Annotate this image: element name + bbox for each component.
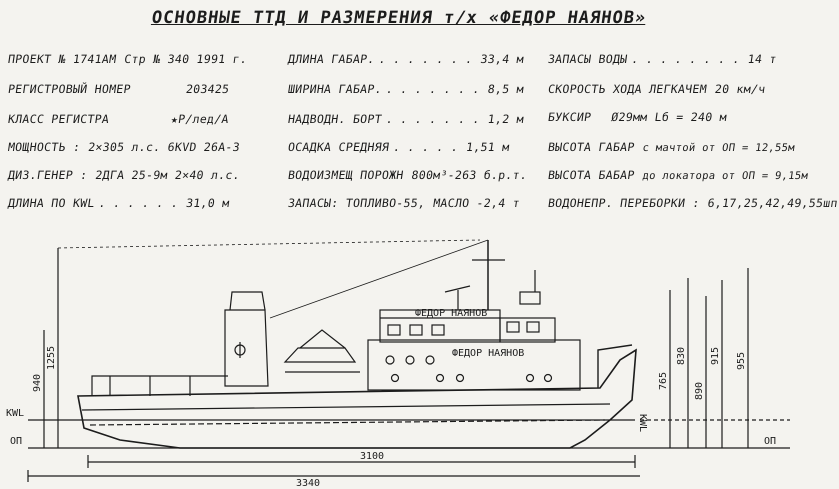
- dim-label-915: 915: [710, 347, 721, 365]
- op-label-right: ОП: [764, 436, 776, 447]
- porthole: [390, 373, 400, 383]
- porthole: [543, 373, 553, 383]
- lifeboat: [283, 347, 357, 363]
- funnel-top: [229, 291, 266, 311]
- ship-profile-drawing: ФЕДОР НАЯНОВ ФЕДОР НАЯНОВ KWL ОП KWL ОП …: [6, 239, 790, 489]
- stern-rail: [91, 375, 228, 396]
- mast-stay: [269, 239, 489, 319]
- porthole: [455, 373, 465, 383]
- wheelhouse: [499, 317, 556, 343]
- dim-label-830: 830: [676, 347, 687, 365]
- hull-deck-line: [81, 403, 611, 411]
- window: [409, 324, 423, 336]
- porthole: [425, 355, 435, 365]
- porthole: [435, 373, 445, 383]
- window: [506, 321, 520, 333]
- ship-name-bridge: ФЕДОР НАЯНОВ: [415, 308, 487, 319]
- dim-label-3340: 3340: [296, 478, 320, 489]
- radar-antenna: [444, 285, 471, 293]
- porthole: [525, 373, 535, 383]
- window: [387, 324, 401, 336]
- dim-label-955: 955: [736, 352, 747, 370]
- funnel: [224, 309, 269, 387]
- bow-bulwark: [597, 344, 633, 388]
- anchor-icon: [234, 344, 246, 356]
- dim-label-3100: 3100: [360, 451, 384, 462]
- porthole: [405, 355, 415, 365]
- main-deckhouse: [367, 339, 581, 391]
- lifeboat-cover: [299, 329, 346, 349]
- hull-outline: [77, 348, 637, 449]
- ship-name-side: ФЕДОР НАЯНОВ: [452, 348, 524, 359]
- radar-dome: [519, 291, 541, 305]
- kwl-label-left: KWL: [6, 408, 24, 419]
- dim-label-940: 940: [32, 374, 43, 392]
- kwl-label-right: KWL: [637, 414, 648, 432]
- porthole: [385, 355, 395, 365]
- dim-label-1255: 1255: [46, 346, 57, 370]
- hull-waterline: [89, 419, 606, 426]
- dim-label-765: 765: [658, 372, 669, 390]
- window: [526, 321, 540, 333]
- window: [431, 324, 445, 336]
- dim-label-890: 890: [694, 382, 705, 400]
- op-label-left: ОП: [10, 436, 22, 447]
